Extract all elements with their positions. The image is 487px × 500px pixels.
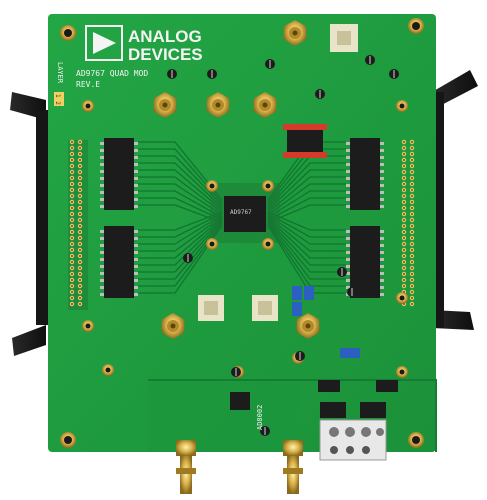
brand-line-1: ANALOG xyxy=(128,27,202,46)
analog-devices-logo-icon xyxy=(85,25,123,61)
mounting-holes xyxy=(60,18,424,448)
left-bracket xyxy=(10,92,50,356)
sma-connectors xyxy=(153,20,320,339)
right-lower-ic xyxy=(346,226,384,298)
board-model: AD9767 QUAD MOD xyxy=(76,69,148,78)
layer-label: LAYER xyxy=(56,62,64,84)
transformer-right xyxy=(252,295,278,321)
brand-line-2: DEVICES xyxy=(128,45,203,64)
right-header-pins xyxy=(401,139,415,307)
power-components xyxy=(230,380,398,418)
power-terminal-block xyxy=(319,419,387,461)
bottom-sma-right xyxy=(283,440,303,494)
blue-jumpers xyxy=(292,286,360,358)
top-soic-chip xyxy=(283,124,327,158)
left-upper-ic xyxy=(100,138,138,210)
layer-digits: 1 2 xyxy=(54,94,61,105)
right-upper-ic xyxy=(346,138,384,210)
right-bracket xyxy=(430,70,478,330)
bottom-sma-left xyxy=(176,440,196,494)
board-revision: REV.E xyxy=(76,80,100,89)
left-header-pins xyxy=(69,139,83,307)
central-dac-chip: AD9767 xyxy=(210,183,280,243)
transformer-left xyxy=(198,295,224,321)
part-mark: AD8002 xyxy=(256,405,264,430)
capacitors xyxy=(167,55,399,436)
transformer-top xyxy=(330,24,358,52)
dac-marking: AD9767 xyxy=(230,209,252,216)
left-lower-ic xyxy=(100,226,138,298)
